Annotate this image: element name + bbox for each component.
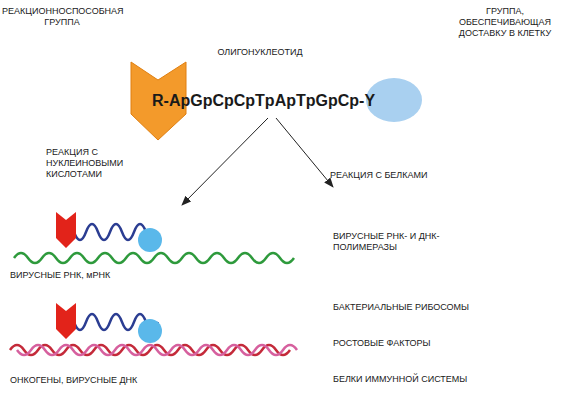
callout-label: РЕАКЦИОННОСПОСОБНАЯ ГРУППА (2, 6, 122, 28)
dna-strand (10, 345, 290, 355)
dna-strand (17, 345, 297, 355)
target-label: БАКТЕРИАЛЬНЫЕ РИБОСОМЫ (333, 302, 513, 313)
arrow-label: РЕАКЦИЯ С НУКЛЕИНОВЫМИ КИСЛОТАМИ (46, 147, 128, 180)
molecule-label: ОЛИГОНУКЛЕОТИД (195, 47, 325, 58)
oligonucleotide-formula: R-ApGpCpCpTpApTpGpCp-Y (152, 91, 402, 110)
delivery-group-shape (138, 228, 162, 252)
target-label: ВИРУСНЫЕ РНК, мРНК (10, 270, 170, 281)
target-label: ОНКОГЕНЫ, ВИРУСНЫЕ ДНК (10, 375, 190, 386)
target-label: ВИРУСНЫЕ РНК- И ДНК- ПОЛИМЕРАЗЫ (333, 231, 451, 253)
reaction-arrow (276, 118, 333, 187)
rna-strand (14, 253, 294, 263)
delivery-group-shape (138, 319, 162, 343)
arrow-label: РЕАКЦИЯ С БЕЛКАМИ (330, 170, 470, 181)
target-label: РОСТОВЫЕ ФАКТОРЫ (333, 338, 513, 349)
target-label: БЕЛКИ ИММУННОЙ СИСТЕМЫ (333, 374, 533, 385)
callout-label: ГРУППА, ОБЕСПЕЧИВАЮЩАЯ ДОСТАВКУ В КЛЕТКУ (440, 6, 570, 39)
reactive-group-shape (56, 212, 76, 248)
reaction-arrow (182, 118, 268, 205)
reactive-group-shape (56, 303, 76, 339)
